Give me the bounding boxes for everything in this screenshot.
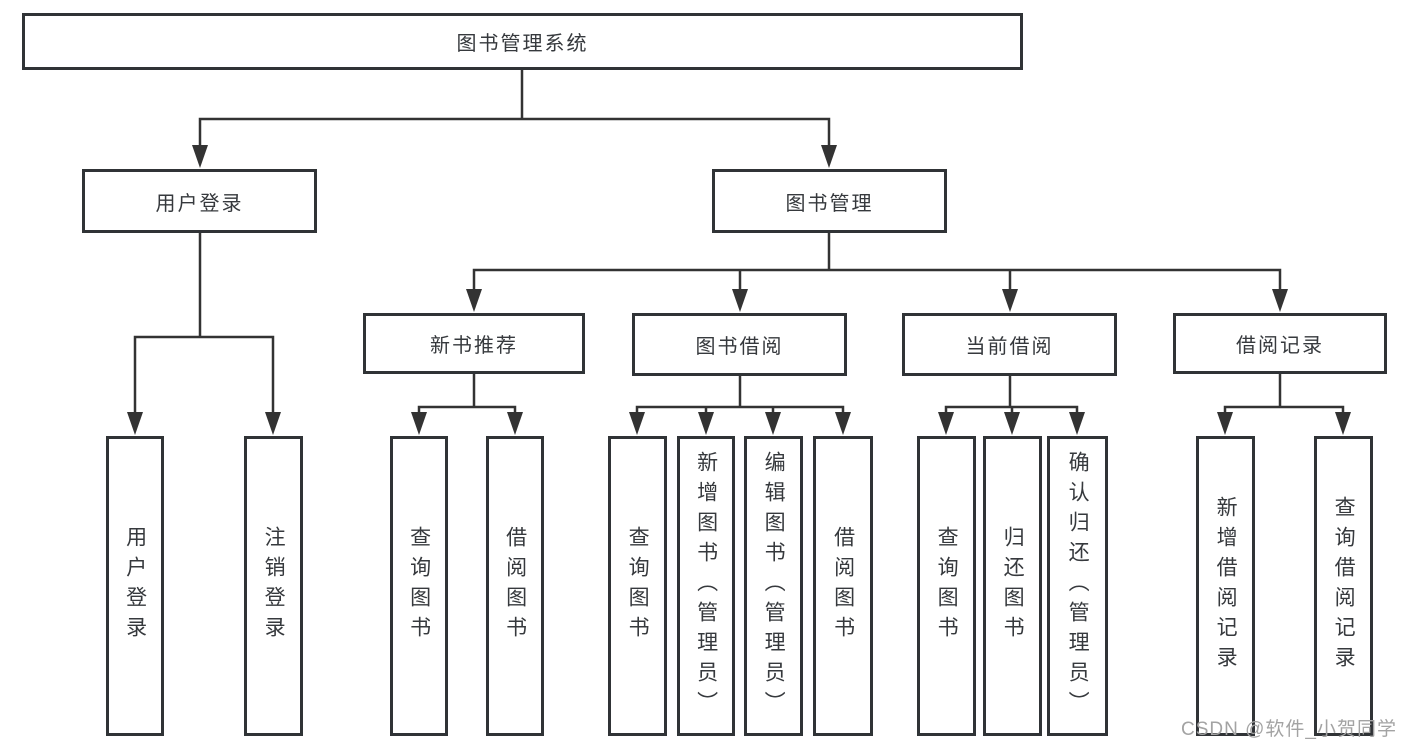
node-borrow-records-label: 借阅记录: [1236, 335, 1324, 357]
leaf-borrow-books-recommend: 借阅图书: [486, 436, 544, 736]
node-book-management: 图书管理: [712, 169, 947, 233]
leaf-confirm-return-admin-label: 确认归还（管理员）: [1066, 451, 1090, 721]
leaf-query-borrow-record-label: 查询借阅记录: [1332, 496, 1356, 676]
arrowheads: [127, 145, 1351, 435]
node-book-management-label: 图书管理: [785, 192, 874, 215]
leaf-query-books-recommend-label: 查询图书: [407, 526, 431, 646]
leaf-return-books-label: 归还图书: [1001, 526, 1025, 646]
leaf-user-login-label: 用户登录: [123, 526, 147, 646]
leaf-add-borrow-record: 新增借阅记录: [1196, 436, 1255, 736]
node-book-borrowing-label: 图书借阅: [695, 336, 784, 358]
leaf-edit-books-admin: 编辑图书（管理员）: [744, 436, 803, 736]
leaf-query-books-borrowing: 查询图书: [608, 436, 667, 736]
leaf-add-books-admin: 新增图书（管理员）: [677, 436, 735, 736]
node-current-borrowing: 当前借阅: [902, 313, 1117, 376]
leaf-user-login: 用户登录: [106, 436, 164, 736]
node-new-book-recommend: 新书推荐: [363, 313, 585, 374]
leaf-add-borrow-record-label: 新增借阅记录: [1214, 496, 1238, 676]
leaf-borrow-books: 借阅图书: [813, 436, 873, 736]
leaf-add-books-admin-label: 新增图书（管理员）: [694, 451, 718, 721]
leaf-query-books-recommend: 查询图书: [390, 436, 448, 736]
node-root: 图书管理系统: [22, 13, 1023, 70]
node-book-borrowing: 图书借阅: [632, 313, 847, 376]
node-current-borrowing-label: 当前借阅: [965, 336, 1054, 358]
leaf-query-books-current-label: 查询图书: [935, 526, 959, 646]
node-user-login-label: 用户登录: [155, 192, 244, 215]
leaf-logout-label: 注销登录: [262, 526, 286, 646]
leaf-query-borrow-record: 查询借阅记录: [1314, 436, 1373, 736]
node-user-login: 用户登录: [82, 169, 317, 233]
leaf-edit-books-admin-label: 编辑图书（管理员）: [762, 451, 786, 721]
leaf-query-books-borrowing-label: 查询图书: [626, 526, 650, 646]
node-new-book-recommend-label: 新书推荐: [430, 335, 518, 357]
leaf-borrow-books-recommend-label: 借阅图书: [503, 526, 527, 646]
leaf-return-books: 归还图书: [983, 436, 1042, 736]
watermark: CSDN @软件_小贺同学: [1181, 719, 1397, 740]
node-root-label: 图书管理系统: [456, 33, 589, 55]
node-borrow-records: 借阅记录: [1173, 313, 1387, 374]
leaf-borrow-books-label: 借阅图书: [831, 526, 855, 646]
leaf-logout: 注销登录: [244, 436, 303, 736]
leaf-confirm-return-admin: 确认归还（管理员）: [1047, 436, 1108, 736]
leaf-query-books-current: 查询图书: [917, 436, 976, 736]
